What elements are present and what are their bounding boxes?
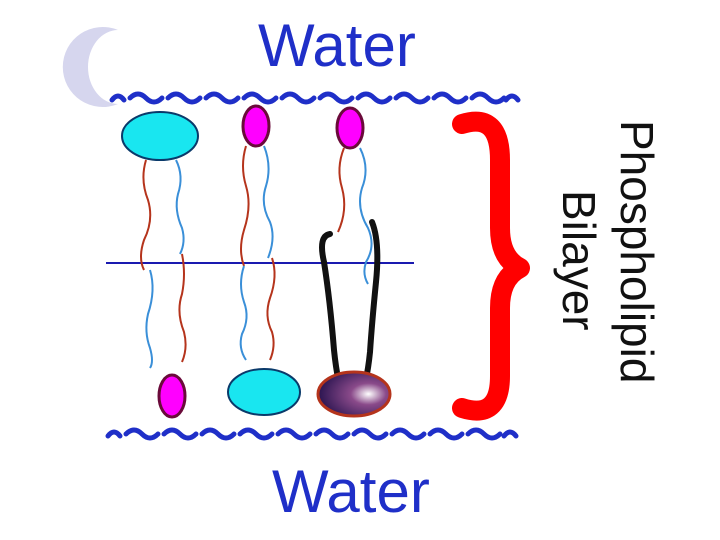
top-phospholipid-1-head: [122, 112, 198, 160]
top-phospholipid-2-head: [243, 106, 269, 146]
bracket-label-bilayer: Bilayer: [556, 190, 602, 331]
bottom-cholesterol-tails: [322, 222, 377, 388]
bottom-phospholipid-1-head: [159, 375, 185, 417]
bottom-cholesterol-head: [318, 372, 390, 416]
bottom-phospholipid-2-head: [228, 369, 300, 415]
top-phospholipid-3-head: [337, 108, 363, 148]
top-phospholipid-2-tails: [241, 146, 275, 360]
water-waves-bottom: [108, 430, 516, 438]
water-waves-top: [112, 94, 518, 102]
water-label-bottom: Water: [272, 462, 430, 522]
bracket-label-phospholipid: Phospholipid: [614, 120, 660, 383]
bilayer-bracket: [462, 122, 520, 411]
